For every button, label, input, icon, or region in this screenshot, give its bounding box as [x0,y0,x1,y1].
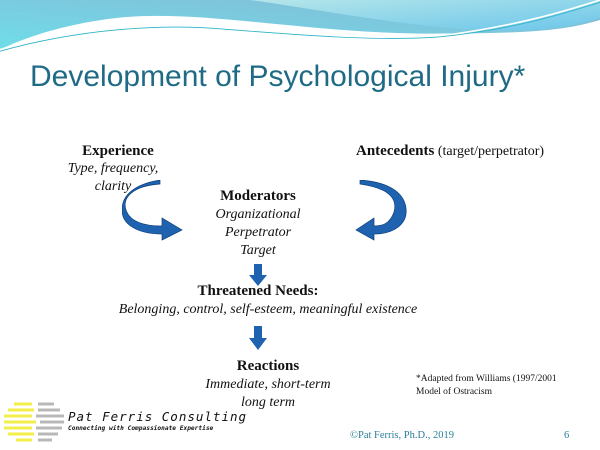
experience-line1: Type, frequency, [67,161,159,176]
threatened-needs-line: Belonging, control, self-esteem, meaning… [118,302,418,317]
antecedents-heading: Antecedents [356,143,435,159]
down-arrow-icon [249,326,267,350]
experience-line2: clarity [94,179,132,194]
moderators-heading: Moderators [220,188,296,204]
reactions-line2: long term [240,395,296,410]
reactions-heading: Reactions [236,358,300,374]
moderator-item: Organizational [215,207,301,222]
footnote-line2: Model of Ostracism [416,387,492,397]
antecedents: Antecedents (target/perpetrator) [356,143,544,160]
logo-name: Pat Ferris Consulting [68,409,248,424]
reactions-line1: Immediate, short-term [205,377,331,392]
threatened-needs-heading: Threatened Needs: [197,283,319,299]
footnote-line1: *Adapted from Williams (1997/2001 [416,374,557,384]
curved-arrow-right-icon [122,180,183,241]
slide-title: Development of Psychological Injury* [30,60,526,93]
company-logo-icon [4,402,64,442]
header-wave-decoration [0,0,600,52]
footer-copyright: ©Pat Ferris, Ph.D., 2019 [350,430,454,441]
moderator-item: Target [240,243,276,258]
experience-heading: Experience [82,143,154,159]
slide-number: 6 [564,430,570,441]
curved-arrow-left-icon [355,180,407,241]
antecedents-suffix: (target/perpetrator) [434,144,545,159]
down-arrow-icon [249,264,267,286]
logo-tagline: Connecting with Compassionate Expertise [68,425,214,432]
moderator-item: Perpetrator [224,225,292,240]
